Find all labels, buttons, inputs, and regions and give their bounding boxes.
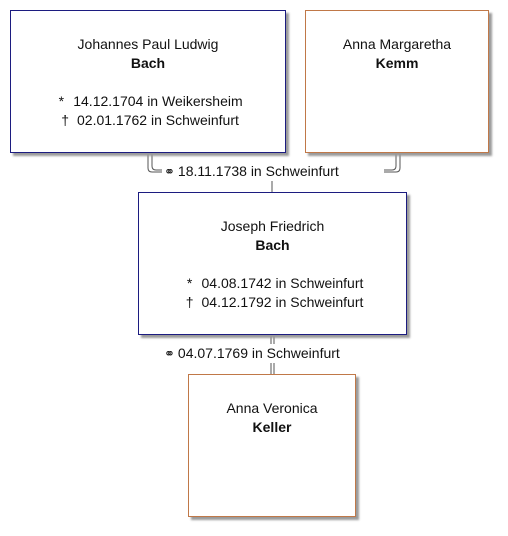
mother-connector-inner (384, 152, 401, 173)
death-icon: † (185, 294, 194, 310)
marriage-rings-icon: ⚭ (164, 164, 175, 179)
father-death: † 02.01.1762 in Schweinfurt (11, 111, 285, 130)
parents-marriage-label: ⚭18.11.1738 in Schweinfurt (164, 162, 339, 181)
subject-card[interactable]: Joseph Friedrich Bach * 04.08.1742 in Sc… (138, 192, 407, 335)
birth-icon: * (58, 93, 65, 109)
spouse-surname: Keller (252, 419, 292, 435)
father-given-name: Johannes Paul Ludwig (77, 36, 219, 52)
spouse-card[interactable]: Anna Veronica Keller (188, 374, 356, 517)
mother-given-name: Anna Margaretha (342, 36, 452, 52)
father-death-text: 02.01.1762 in Schweinfurt (77, 112, 239, 128)
subject-given-name: Joseph Friedrich (220, 218, 325, 234)
subject-birth-text: 04.08.1742 in Schweinfurt (201, 275, 364, 291)
father-card[interactable]: Johannes Paul Ludwig Bach * 14.12.1704 i… (10, 10, 286, 153)
mother-connector (384, 152, 397, 171)
father-birth: * 14.12.1704 in Weikersheim (11, 92, 285, 111)
spouse-given-name: Anna Veronica (226, 400, 318, 416)
father-surname: Bach (130, 55, 166, 71)
subject-death: † 04.12.1792 in Schweinfurt (139, 293, 406, 312)
subject-surname: Bach (255, 237, 290, 253)
mother-card[interactable]: Anna Margaretha Kemm (305, 10, 489, 153)
father-birth-text: 14.12.1704 in Weikersheim (73, 93, 243, 109)
parents-marriage-text: 18.11.1738 in Schweinfurt (177, 163, 339, 179)
subject-birth: * 04.08.1742 in Schweinfurt (139, 274, 406, 293)
marriage-text: 04.07.1769 in Schweinfurt (177, 345, 340, 361)
marriage-label: ⚭04.07.1769 in Schweinfurt (164, 344, 340, 363)
subject-death-text: 04.12.1792 in Schweinfurt (201, 294, 364, 310)
marriage-rings-icon: ⚭ (164, 346, 175, 361)
father-connector-inner (151, 152, 162, 171)
mother-surname: Kemm (375, 55, 419, 71)
birth-icon: * (186, 275, 193, 291)
father-connector (147, 152, 162, 173)
death-icon: † (61, 112, 69, 128)
